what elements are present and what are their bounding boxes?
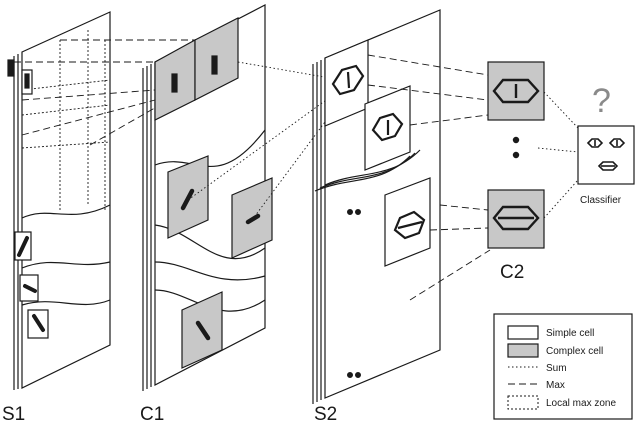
oriented-bar-icon: [211, 55, 218, 75]
question-mark: ?: [592, 82, 611, 120]
classifier-unit: [577, 125, 635, 185]
s2-wave: [314, 155, 411, 192]
c1-layer: [142, 4, 273, 391]
oriented-bar-icon: [17, 236, 29, 257]
oriented-bar-icon: [180, 188, 195, 211]
continuation-dot: [355, 209, 362, 216]
hexagon-prototype-icon: [492, 205, 540, 231]
s2-simple-cell: [384, 177, 431, 267]
max-connections-s2-c2: [367, 54, 491, 301]
legend-complex-cell: Complex cell: [546, 346, 603, 357]
continuation-dot: [512, 151, 520, 159]
oriented-bar-icon: [23, 284, 37, 293]
legend-max: Max: [546, 380, 565, 391]
s1-layer: [7, 11, 111, 390]
continuation-dot: [355, 372, 362, 379]
legend-local-max-zone: Local max zone: [546, 398, 616, 409]
c2-layer: [487, 61, 545, 249]
legend-sum: Sum: [546, 363, 567, 374]
s2-wave: [324, 149, 421, 186]
hexagon-prototype-icon: [371, 112, 404, 142]
c1-wave: [154, 261, 266, 281]
oriented-bar-icon: [195, 320, 211, 341]
s1-wave: [21, 299, 111, 306]
s1-wave: [21, 204, 111, 219]
stage-label-s2: S2: [314, 404, 337, 425]
sum-connections-c1-s2: [187, 61, 346, 221]
legend-simple-cell: Simple cell: [546, 328, 594, 339]
s2-layer: [312, 9, 441, 404]
sum-connections-c2-classifier: [537, 91, 579, 219]
s1-wave: [21, 261, 111, 269]
oriented-bar-icon: [24, 73, 30, 89]
continuation-dot: [512, 136, 520, 144]
s1-filter-top: [7, 59, 15, 77]
oriented-bar-icon: [171, 73, 178, 93]
complex-cell-swatch: [507, 343, 539, 358]
legend: [493, 313, 633, 420]
local-max-zone-swatch: [507, 395, 539, 410]
hexagon-prototype-icon: [393, 210, 426, 240]
oriented-bar-icon: [32, 314, 45, 332]
hexagon-prototype-icon: [331, 64, 365, 96]
classifier-label: Classifier: [580, 195, 622, 206]
continuation-dot: [347, 372, 354, 379]
continuation-dot: [347, 209, 354, 216]
stage-label-c2: C2: [500, 262, 524, 283]
s2-wave: [319, 152, 416, 189]
stage-label-s1: S1: [2, 404, 25, 425]
hexagon-prototype-icon: [492, 78, 540, 104]
simple-cell-swatch: [507, 325, 539, 340]
stage-label-c1: C1: [140, 404, 164, 425]
face-icon: [586, 138, 626, 171]
classifier-box: [577, 125, 635, 185]
